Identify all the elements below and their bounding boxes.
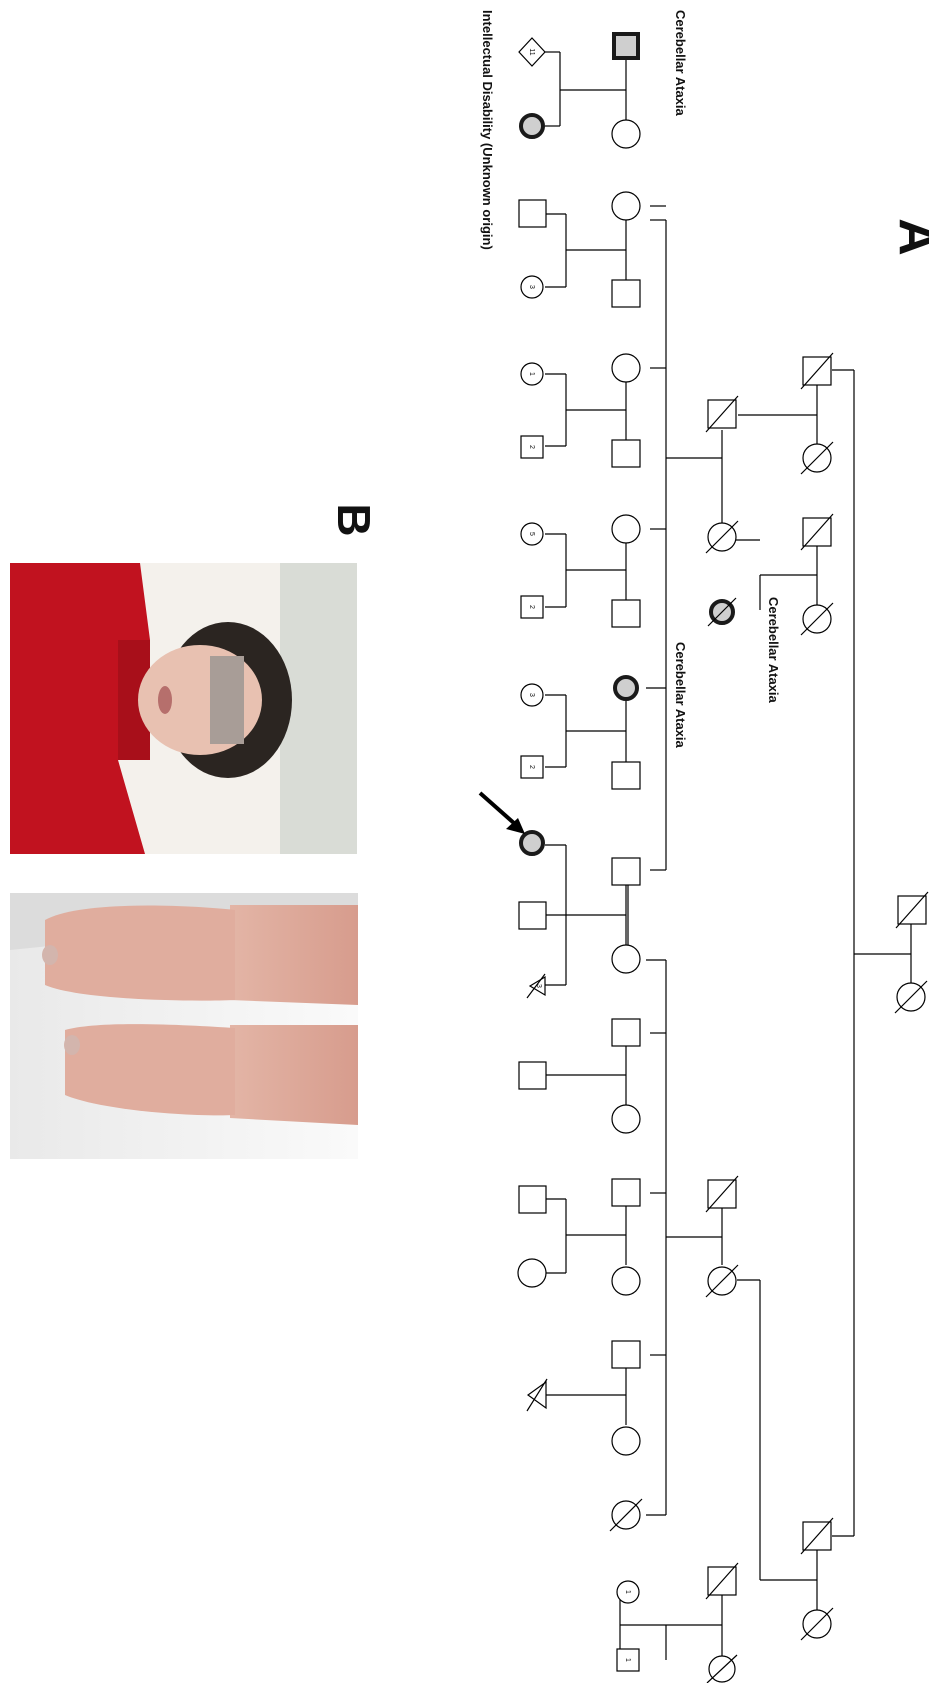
gen3-male — [612, 280, 640, 307]
count-c2: 3 — [528, 285, 535, 289]
gen4-male — [519, 200, 546, 227]
pedigree-symbols: 11 3 1 2 5 2 3 2 3 1 1 — [518, 34, 928, 1683]
gen3-male — [612, 858, 640, 885]
gen4-male — [519, 902, 546, 929]
count-c1: 11 — [528, 48, 535, 55]
proband-arrow — [480, 793, 525, 834]
count-c3: 1 — [528, 372, 535, 376]
gen3-male — [612, 1341, 640, 1368]
gen3-male — [612, 440, 640, 467]
count-c5: 5 — [528, 532, 535, 536]
affected-female-intellectual-disability — [521, 115, 543, 137]
label-cerebellar-ataxia-mid: Cerebellar Ataxia — [673, 642, 688, 749]
gen3-female — [612, 515, 640, 543]
gen3-female — [612, 1267, 640, 1295]
count-c4: 2 — [528, 445, 535, 449]
label-cerebellar-ataxia-gen2: Cerebellar Ataxia — [766, 597, 781, 704]
count-c11: 1 — [624, 1658, 631, 1662]
count-c8: 2 — [528, 765, 535, 769]
pedigree-lines — [545, 52, 911, 1660]
affected-male-ataxia — [614, 34, 638, 58]
gen3-female — [612, 192, 640, 220]
label-intellectual-disability: Intellectual Disability (Unknown origin) — [480, 10, 495, 250]
gen4-male — [519, 1186, 546, 1213]
gen3-male — [612, 1179, 640, 1206]
count-c7: 3 — [528, 693, 535, 697]
count-c6: 2 — [528, 605, 535, 609]
proband-affected-female — [521, 832, 543, 854]
affected-female-ataxia — [615, 677, 637, 699]
gen3-female — [612, 945, 640, 973]
panel-label-a: A — [888, 218, 929, 256]
gen3-male — [612, 762, 640, 789]
gen3-female — [612, 354, 640, 382]
count-c10: 1 — [624, 1590, 631, 1594]
gen3-male — [612, 600, 640, 627]
count-c9: 3 — [535, 984, 542, 988]
gen3-female — [612, 1105, 640, 1133]
panel-label-b: B — [328, 503, 380, 536]
label-cerebellar-ataxia-top: Cerebellar Ataxia — [673, 10, 688, 117]
photo-feet — [10, 893, 358, 1159]
gen3-male — [612, 1019, 640, 1046]
gen4-male — [519, 1062, 546, 1089]
photo-face — [10, 563, 357, 854]
gen4-female — [518, 1259, 546, 1287]
gen3-female — [612, 120, 640, 148]
gen3-female — [612, 1427, 640, 1455]
